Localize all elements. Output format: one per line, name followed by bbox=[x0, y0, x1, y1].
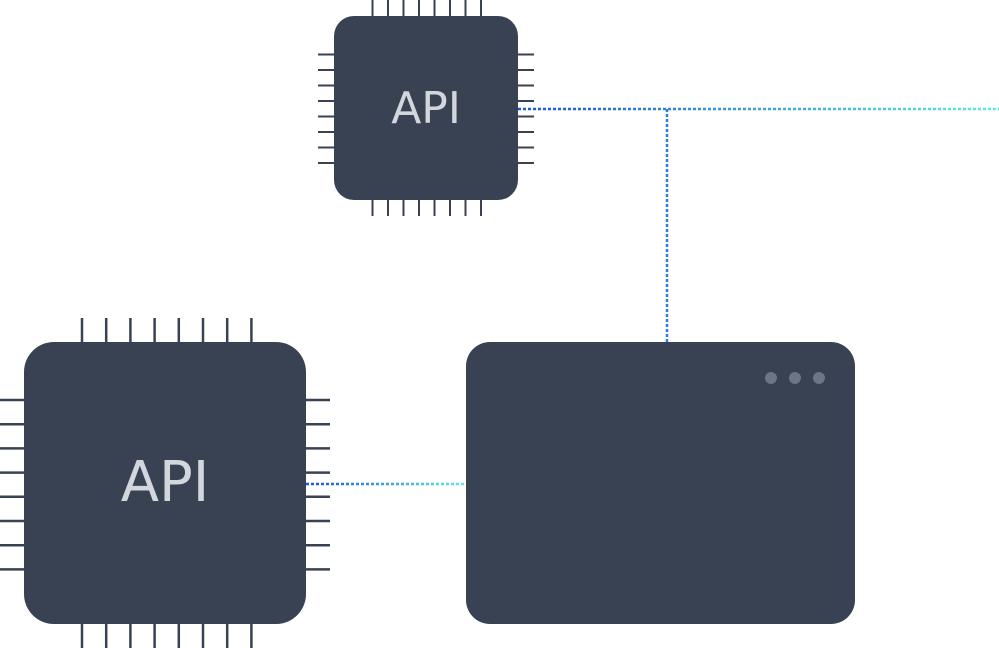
api-chip-large-label: API bbox=[121, 450, 210, 515]
app-window-body bbox=[466, 342, 855, 624]
api-chip-small: API bbox=[318, 0, 534, 216]
chip-large-pins bbox=[0, 318, 330, 648]
api-chip-large: API bbox=[0, 318, 330, 648]
chip-small-pins bbox=[318, 0, 534, 216]
three-dots-icon[interactable] bbox=[765, 372, 825, 384]
api-chip-small-label: API bbox=[391, 83, 461, 134]
app-window bbox=[466, 342, 855, 624]
